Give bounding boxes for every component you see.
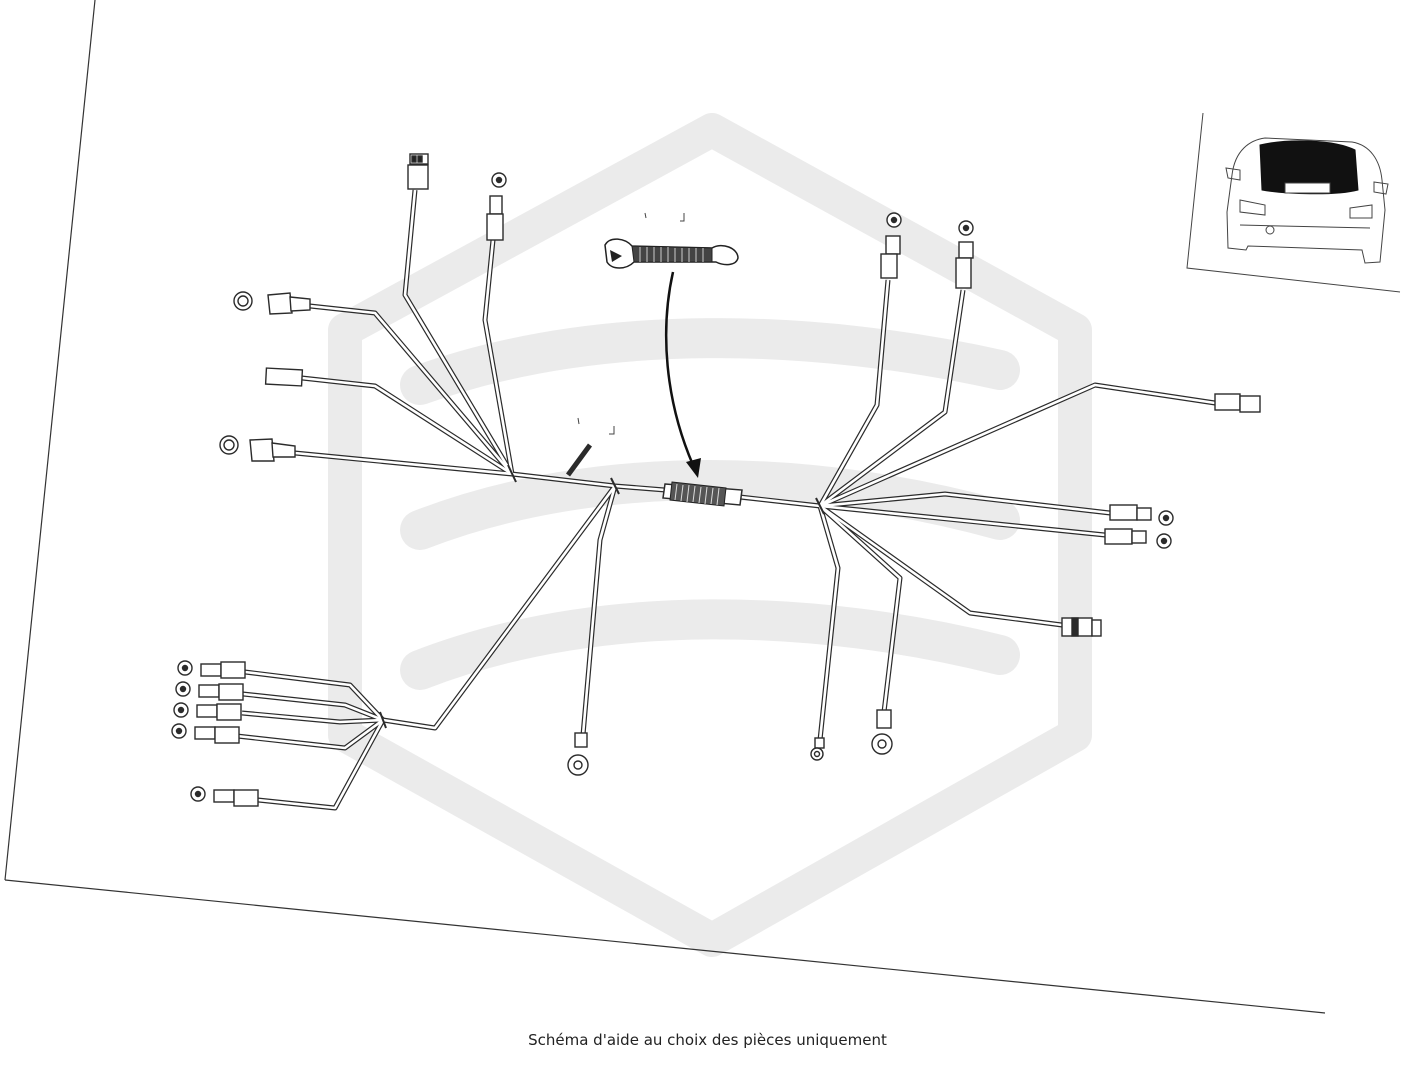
ring-terminal-center: [567, 732, 589, 776]
connector-right-top-1: [880, 212, 902, 279]
caption: Schéma d'aide au choix des pièces unique…: [528, 1031, 887, 1049]
corrugated-sleeve: [662, 481, 743, 507]
connector-round-left-top: [233, 291, 311, 315]
car-thumbnail: [1186, 112, 1401, 293]
connectors: [171, 153, 1261, 807]
connector-right-bullet-1: [1109, 504, 1174, 526]
connector-right-bullet-2: [1104, 528, 1172, 549]
connector-lower-left-1: [177, 660, 246, 679]
car-rear-icon: [1225, 137, 1389, 264]
connector-right-top-2: [955, 220, 974, 289]
wire-inner: [236, 189, 1216, 810]
grommet-part: [577, 212, 739, 435]
connector-lower-left-4: [171, 723, 240, 744]
curved-arrow-icon: [664, 271, 701, 478]
connector-lower-left-5: [190, 786, 259, 807]
connector-top-bullet: [486, 172, 507, 241]
connector-round-left-mid: [219, 435, 296, 462]
connector-right-multipin: [1061, 617, 1102, 637]
ring-terminal-right-large: [871, 709, 893, 755]
ring-terminal-right-small: [810, 737, 825, 761]
connector-right-rect: [1214, 393, 1261, 413]
connector-rect-left: [264, 367, 304, 387]
page-border: [4, 0, 1326, 1014]
junctions: [379, 464, 825, 729]
connector-lower-left-3: [173, 702, 242, 721]
connector-top-multipin: [407, 153, 429, 190]
connector-lower-left-2: [175, 681, 244, 701]
